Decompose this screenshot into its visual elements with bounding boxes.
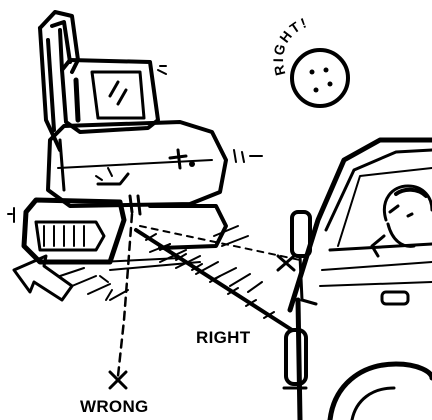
mirror-x-marker	[278, 256, 294, 270]
sight-lines	[100, 214, 300, 376]
mirror-sightline	[140, 226, 300, 260]
sun-icon	[292, 50, 348, 106]
truck-headlight	[286, 330, 306, 384]
truck-wheel	[330, 364, 432, 420]
right-label: RIGHT	[196, 328, 250, 348]
sun-right-label: RIGHT!	[270, 14, 310, 77]
truck	[284, 140, 432, 420]
truck-cab	[290, 140, 432, 420]
wrong-label: WRONG	[80, 397, 149, 417]
truck-door-handle	[382, 292, 408, 304]
